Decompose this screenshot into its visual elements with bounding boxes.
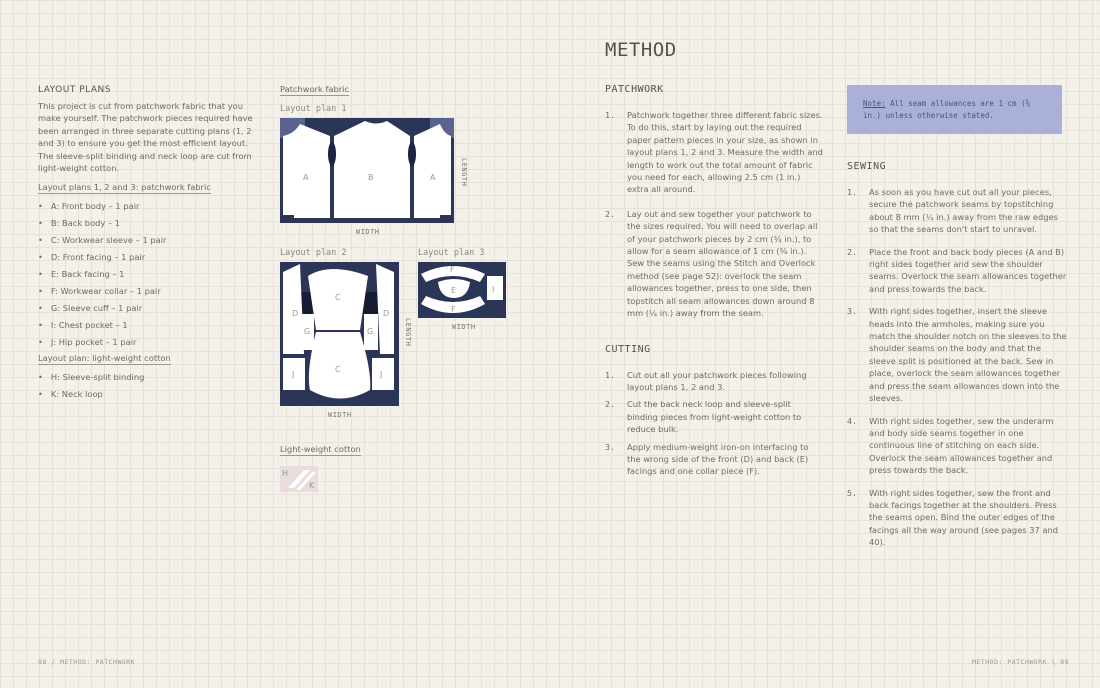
list-item: F: Workwear collar – 1 pair bbox=[38, 285, 264, 302]
cotton-title: Light-weight cotton bbox=[280, 444, 361, 456]
layout-plan-1-diagram: A B A bbox=[280, 118, 454, 223]
step-number: 2. bbox=[847, 246, 857, 257]
list-item: G: Sleeve cuff – 1 pair bbox=[38, 302, 264, 319]
label-i: I bbox=[492, 285, 494, 294]
piece-list-patchwork: A: Front body – 1 pairB: Back body – 1C:… bbox=[38, 200, 264, 353]
intro-paragraph: This project is cut from patchwork fabri… bbox=[38, 101, 253, 174]
step-text: With right sides together, insert the sl… bbox=[869, 306, 1067, 404]
step-number: 1. bbox=[847, 187, 857, 197]
step-item: 2. Cut the back neck loop and sleeve-spli… bbox=[605, 398, 823, 435]
cotton-swatch-diagram: HK bbox=[280, 466, 318, 492]
note-label: Note: bbox=[863, 99, 886, 108]
step-text: Place the front and back body pieces (A … bbox=[869, 246, 1067, 294]
layout-plan-2-label: Layout plan 2 bbox=[280, 248, 347, 258]
width-caption: WIDTH bbox=[328, 411, 352, 419]
label-b: B bbox=[368, 173, 374, 182]
note-text: All seam allowances are 1 cm (⅜ in.) unl… bbox=[863, 99, 1031, 120]
step-item: 3. With right sides together, insert the … bbox=[847, 305, 1069, 404]
list-item: K: Neck loop bbox=[38, 388, 264, 405]
cutting-heading: CUTTING bbox=[605, 343, 651, 355]
label-c: C bbox=[335, 365, 341, 374]
layout-plan-1-label: Layout plan 1 bbox=[280, 104, 347, 114]
step-text: With right sides together, sew the under… bbox=[869, 415, 1054, 476]
label-c: C bbox=[335, 293, 341, 302]
step-text: As soon as you have cut out all your pie… bbox=[869, 187, 1058, 235]
step-number: 3. bbox=[847, 306, 857, 317]
label-g: G bbox=[304, 327, 310, 336]
step-number: 3. bbox=[605, 441, 615, 452]
list-item: C: Workwear sleeve – 1 pair bbox=[38, 234, 264, 251]
list-item: D: Front facing – 1 pair bbox=[38, 251, 264, 268]
step-number: 5. bbox=[847, 487, 857, 498]
label-k: K bbox=[309, 481, 315, 490]
layout-plan-2-diagram: D D C C G G J J bbox=[280, 262, 399, 406]
step-item: 4. With right sides together, sew the und… bbox=[847, 415, 1069, 477]
label-e: E bbox=[451, 286, 456, 295]
step-item: 2. Lay out and sew together your patchwor… bbox=[605, 208, 823, 320]
step-number: 2. bbox=[605, 399, 615, 410]
width-caption: WIDTH bbox=[356, 228, 380, 236]
list-item: A: Front body – 1 pair bbox=[38, 200, 264, 217]
step-item: 1. As soon as you have cut out all your p… bbox=[847, 186, 1069, 236]
step-text: With right sides together, sew the front… bbox=[869, 487, 1059, 548]
label-a: A bbox=[430, 173, 436, 182]
label-j: J bbox=[291, 370, 294, 379]
label-h: H bbox=[282, 469, 288, 478]
list-item: J: Hip pocket – 1 pair bbox=[38, 336, 264, 353]
label-d: D bbox=[383, 309, 389, 318]
left-page-footer: 88 / METHOD: PATCHWORK bbox=[38, 658, 136, 666]
step-number: 1. bbox=[605, 369, 615, 380]
step-text: Cut out all your patchwork pieces follow… bbox=[627, 369, 807, 392]
right-page-footer: METHOD: PATCHWORK \ 89 bbox=[972, 658, 1070, 666]
label-f: F bbox=[451, 305, 456, 314]
length-caption: LENGTH bbox=[404, 318, 412, 347]
patchwork-cutting-column: PATCHWORK 1. Patchwork together three dif… bbox=[605, 84, 823, 478]
layout-plan-3-label: Layout plan 3 bbox=[418, 248, 485, 258]
length-caption: LENGTH bbox=[460, 158, 468, 187]
note-box: Note: All seam allowances are 1 cm (⅜ in… bbox=[847, 85, 1062, 134]
list-item: B: Back body – 1 bbox=[38, 217, 264, 234]
step-item: 1. Patchwork together three different fab… bbox=[605, 109, 823, 196]
sewing-column: SEWING 1. As soon as you have cut out all… bbox=[847, 161, 1069, 549]
step-item: 3. Apply medium-weight iron-on interfacin… bbox=[605, 441, 823, 478]
list-item: H: Sleeve-split binding bbox=[38, 371, 264, 388]
step-number: 2. bbox=[605, 208, 615, 219]
sewing-heading: SEWING bbox=[847, 161, 887, 172]
step-item: 1. Cut out all your patchwork pieces foll… bbox=[605, 369, 823, 394]
step-text: Lay out and sew together your patchwork … bbox=[627, 208, 818, 319]
step-number: 1. bbox=[605, 110, 615, 120]
method-title: METHOD bbox=[605, 39, 677, 61]
step-number: 4. bbox=[847, 415, 857, 426]
piece-a-left bbox=[283, 124, 330, 218]
label-g: G bbox=[367, 327, 373, 336]
step-text: Patchwork together three different fabri… bbox=[627, 110, 823, 195]
list-item: I: Chest pocket – 1 bbox=[38, 319, 264, 336]
piece-b bbox=[334, 121, 410, 218]
width-caption: WIDTH bbox=[452, 323, 476, 331]
step-text: Apply medium-weight iron-on interfacing … bbox=[627, 441, 809, 477]
label-j: J bbox=[379, 370, 382, 379]
layout-plans-heading: LAYOUT PLANS bbox=[38, 85, 111, 95]
label-f: F bbox=[450, 265, 455, 274]
label-d: D bbox=[292, 309, 298, 318]
piece-a-right bbox=[414, 124, 451, 218]
patchwork-fabric-title: Patchwork fabric bbox=[280, 84, 350, 96]
label-a: A bbox=[303, 173, 309, 182]
piece-list-cotton: H: Sleeve-split bindingK: Neck loop bbox=[38, 371, 264, 405]
step-text: Cut the back neck loop and sleeve-split … bbox=[627, 399, 802, 435]
step-item: 5. With right sides together, sew the fro… bbox=[847, 487, 1069, 549]
step-item: 2. Place the front and back body pieces (… bbox=[847, 246, 1069, 296]
patchwork-heading: PATCHWORK bbox=[605, 84, 664, 95]
layout-plan-3-diagram: F E F I bbox=[418, 262, 506, 318]
list-item: E: Back facing – 1 bbox=[38, 268, 264, 285]
list2-title: Layout plan: light-weight cotton bbox=[38, 353, 171, 366]
layout-plans-column: LAYOUT PLANS This project is cut from pa… bbox=[38, 85, 264, 405]
list1-title: Layout plans 1, 2 and 3: patchwork fabri… bbox=[38, 182, 211, 195]
